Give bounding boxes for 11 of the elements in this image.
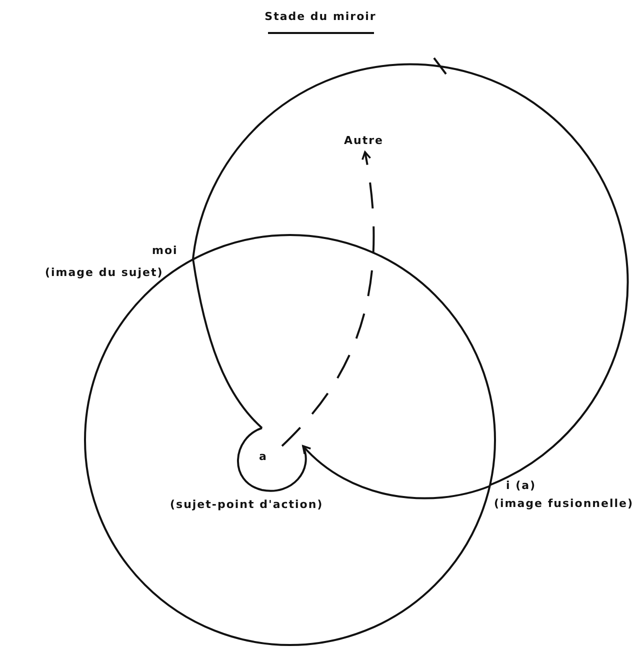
- node-label: a: [259, 450, 268, 463]
- node-label: i (a): [506, 479, 536, 492]
- caption-text: (sujet-point d'action): [170, 498, 324, 511]
- node-label: Autre: [344, 134, 384, 147]
- title: Stade du miroir: [264, 10, 378, 23]
- node-label: moi: [152, 244, 178, 257]
- dashed-arrow: [281, 151, 375, 447]
- arrow: [302, 445, 490, 500]
- caption-text: (image du sujet): [45, 266, 164, 279]
- connector-line: [192, 258, 263, 429]
- caption-text: (image fusionnelle): [494, 497, 634, 510]
